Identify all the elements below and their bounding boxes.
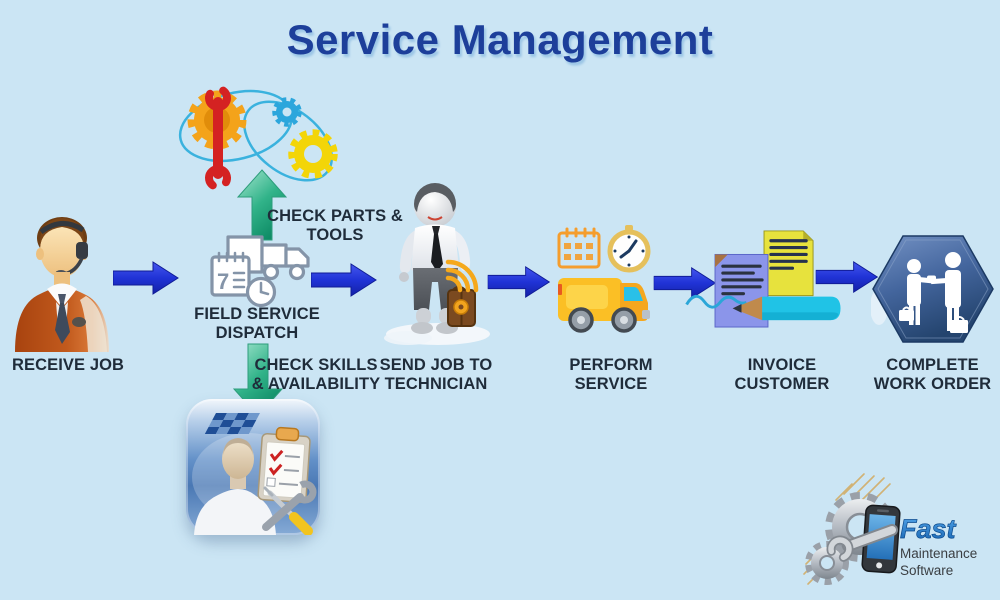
call-center-agent-icon xyxy=(15,217,109,352)
logo-small-gear xyxy=(805,541,849,585)
step-label-complete-work-order: COMPLETE WORK ORDER xyxy=(873,356,992,394)
service-van-clock-calendar-icon xyxy=(557,225,651,333)
calendar-day-number: 7 xyxy=(217,269,229,294)
calendar-glyph xyxy=(557,227,601,269)
clock-glyph xyxy=(607,225,651,273)
yellow-document-glyph xyxy=(763,230,814,297)
flow-arrow-right-icon xyxy=(112,259,180,297)
wifi-signal-icon xyxy=(445,259,479,293)
van-glyph xyxy=(558,278,650,333)
step-label-invoice-customer: INVOICE CUSTOMER xyxy=(734,356,830,394)
clipboard-glyph xyxy=(257,426,311,504)
branch-label-check-skills-availability: CHECK SKILLS & AVAILABILITY xyxy=(251,356,381,394)
truck-glyph xyxy=(260,243,288,268)
logo-maintenance-text: Maintenance xyxy=(900,546,977,561)
logo-software-text: Software xyxy=(900,563,953,578)
page-title: Service Management xyxy=(286,16,714,63)
step-label-perform-service: PERFORM SERVICE xyxy=(569,356,653,394)
step-label-field-service-dispatch: FIELD SERVICE DISPATCH xyxy=(194,305,320,343)
dispatch-truck-calendar-icon: 7 xyxy=(210,235,310,308)
flow-arrow-right-icon xyxy=(310,261,378,299)
signature-squiggle xyxy=(685,294,747,309)
invoice-documents-pencil-icon xyxy=(685,230,841,328)
person-glyph xyxy=(194,438,276,535)
tie xyxy=(431,234,443,272)
grid-tiles xyxy=(204,413,260,434)
headset-band xyxy=(39,221,85,235)
branch-label-check-parts-tools: CHECK PARTS & TOOLS xyxy=(267,207,403,245)
logo-fast-text: Fast xyxy=(900,514,957,544)
headset-earpiece xyxy=(76,242,88,259)
toolbox-glyph xyxy=(447,285,476,327)
yellow-gear xyxy=(288,129,338,179)
handshake-hexagon-icon xyxy=(871,235,994,343)
skills-checklist-app-icon xyxy=(186,399,320,535)
blue-gear xyxy=(272,97,302,127)
red-wrench xyxy=(205,85,231,191)
fast-maintenance-software-logo: Fast Maintenance Software xyxy=(803,473,977,585)
handshake-silhouettes xyxy=(899,252,968,333)
calendar-glyph xyxy=(210,255,251,297)
hair xyxy=(414,183,456,212)
technician-with-toolbox-icon xyxy=(384,183,490,345)
step-label-send-job-to-technician: SEND JOB TO TECHNICIAN xyxy=(379,356,493,394)
step-label-receive-job: RECEIVE JOB xyxy=(12,356,125,374)
logo-wrench-icon xyxy=(826,524,898,563)
gears-belt-wrench-icon xyxy=(178,85,338,191)
pencil-glyph xyxy=(732,296,841,321)
